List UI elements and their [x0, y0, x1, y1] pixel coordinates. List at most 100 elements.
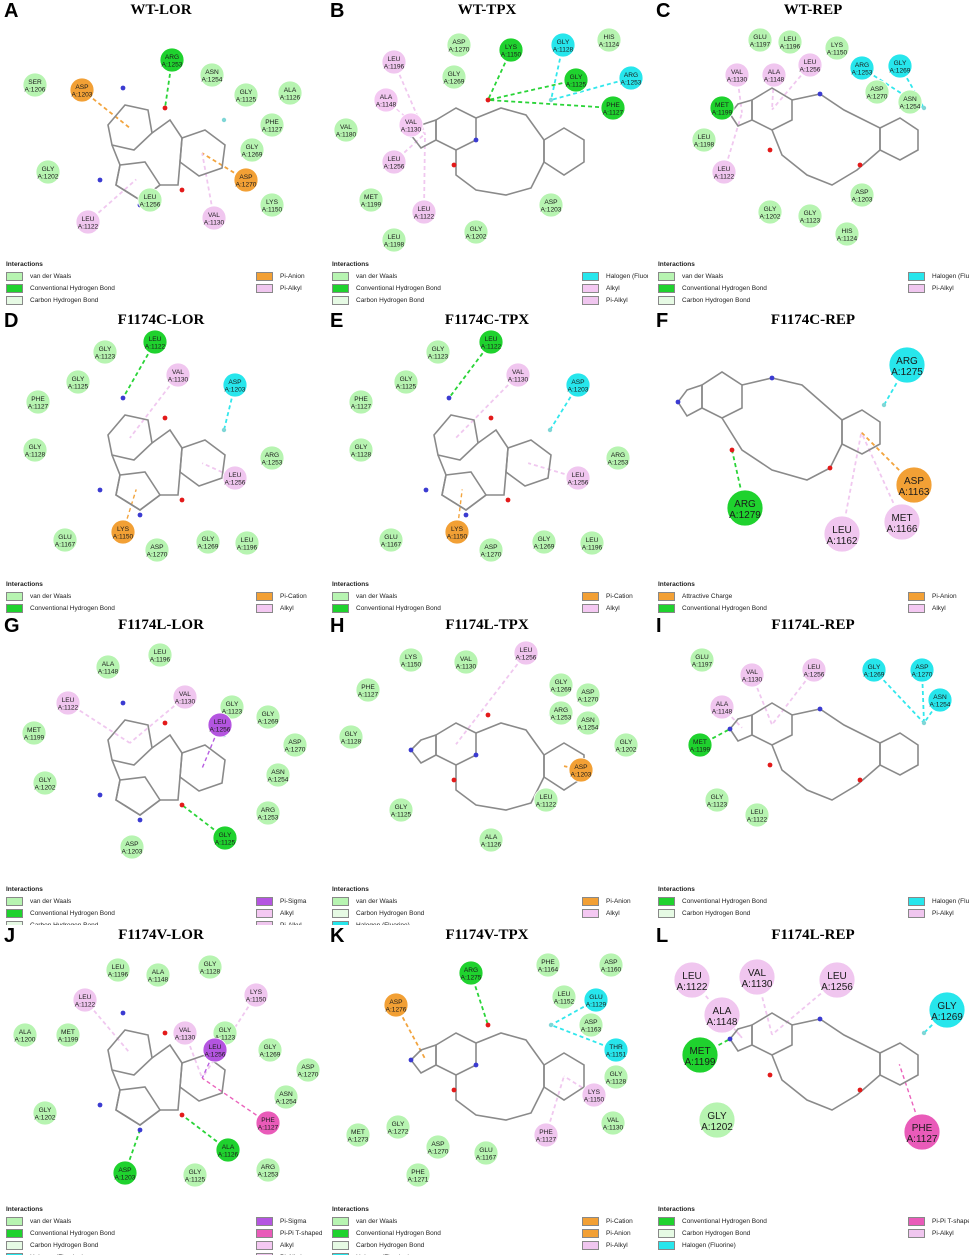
residue-id: A:1253 — [262, 460, 283, 467]
residue-id: A:1254 — [578, 725, 599, 732]
residue-bubble — [145, 962, 171, 988]
residue-name: ARG — [261, 1164, 275, 1171]
legend-item: Pi-Pi T-shaped — [256, 1228, 322, 1238]
residue-bubble — [197, 954, 223, 980]
panel-letter: E — [330, 310, 344, 332]
residue-bubble — [144, 537, 170, 563]
residue-name: ASP — [431, 1141, 445, 1148]
legend-label: van der Waals — [30, 897, 72, 905]
residue-id: A:1197 — [692, 662, 713, 669]
residue-name: ASP — [239, 174, 253, 181]
residue-name: PHE — [265, 119, 279, 126]
legend-item: van der Waals — [6, 271, 206, 281]
residue-name: ASP — [228, 379, 242, 386]
legend-item: Conventional Hydrogen Bond — [6, 1228, 206, 1238]
residue-id: A:1199 — [361, 202, 382, 209]
residue-bubble — [724, 62, 750, 88]
residue-name: LEU — [682, 971, 701, 982]
residue-id: A:1269 — [198, 544, 219, 551]
residue-name: LEU — [485, 336, 498, 343]
legend-swatch — [332, 908, 349, 918]
residue-id: A:1270 — [578, 697, 599, 704]
interaction-line — [860, 431, 915, 486]
residue-bubble — [201, 205, 227, 231]
nitrogen-atom — [727, 1036, 733, 1042]
residue-name: PHE — [31, 396, 45, 403]
residue-bubble — [234, 530, 260, 556]
legend-swatch — [582, 283, 599, 293]
ligand-ring-pyr — [435, 1032, 477, 1076]
residue-bubble — [378, 527, 404, 553]
legend-item: van der Waals — [6, 591, 206, 601]
legend-item: Pi-Cation — [582, 591, 648, 601]
residue-id: A:1196 — [384, 64, 405, 71]
residue-name: LYS — [250, 989, 263, 996]
residue-bubble — [32, 770, 58, 796]
residue-id: A:1126 — [280, 95, 301, 102]
residue-bubble — [92, 339, 118, 365]
legend-label: Conventional Hydrogen Bond — [30, 284, 115, 292]
residue-bubble — [212, 825, 238, 851]
residue-id: A:1256 — [516, 655, 537, 662]
residue-bubble — [32, 1100, 58, 1126]
panel-letter: A — [4, 0, 19, 22]
residue-id: A:1270 — [481, 552, 502, 559]
residue-name: LYS — [505, 44, 518, 51]
residue-name: VAL — [172, 369, 184, 376]
residue-bubble — [777, 29, 803, 55]
ligand-macrocycle — [455, 722, 545, 811]
residue-id: A:1269 — [242, 152, 263, 159]
ligand-macrocycle — [721, 377, 843, 481]
residue-id: A:1125 — [215, 840, 236, 847]
residue-bubble — [538, 192, 564, 218]
interaction-diagram: ARGA:1275PHEA:1164ASPA:1160ASPA:1276LEUA… — [345, 952, 629, 1188]
residue-id: A:1203 — [122, 849, 143, 856]
residue-name: ASP — [581, 689, 595, 696]
legend-item: Alkyl — [256, 1240, 322, 1250]
residue-id: A:1122 — [536, 802, 557, 809]
nitrogen-atom — [120, 700, 126, 706]
panel-title: WT-TPX — [457, 2, 517, 18]
residue-name: LEU — [388, 56, 401, 63]
legend-item: Carbon Hydrogen Bond — [332, 1240, 532, 1250]
residue-id: A:1256 — [205, 1052, 226, 1059]
legend-item: Pi-Alkyl — [582, 295, 648, 305]
residue-id: A:1130 — [401, 127, 422, 134]
residue-bubble — [159, 47, 185, 73]
residue-id: A:1271 — [408, 1177, 429, 1184]
residue-bubble — [348, 437, 374, 463]
residue-id: A:1130 — [175, 1035, 196, 1042]
residue-bubble — [233, 82, 259, 108]
residue-bubble — [691, 127, 717, 153]
oxygen-atom — [767, 147, 773, 153]
legend-swatch — [6, 1252, 23, 1255]
legend-label: Pi-Sigma — [280, 1217, 307, 1225]
residue-id: A:1270 — [428, 1149, 449, 1156]
interaction-diagram: GLUA:1197VALA:1130LEUA:1256GLYA:1269ASPA… — [687, 647, 953, 828]
residue-name: LEU — [388, 234, 401, 241]
residue-name: LEU — [209, 1044, 222, 1051]
residue-bubble — [21, 720, 47, 746]
